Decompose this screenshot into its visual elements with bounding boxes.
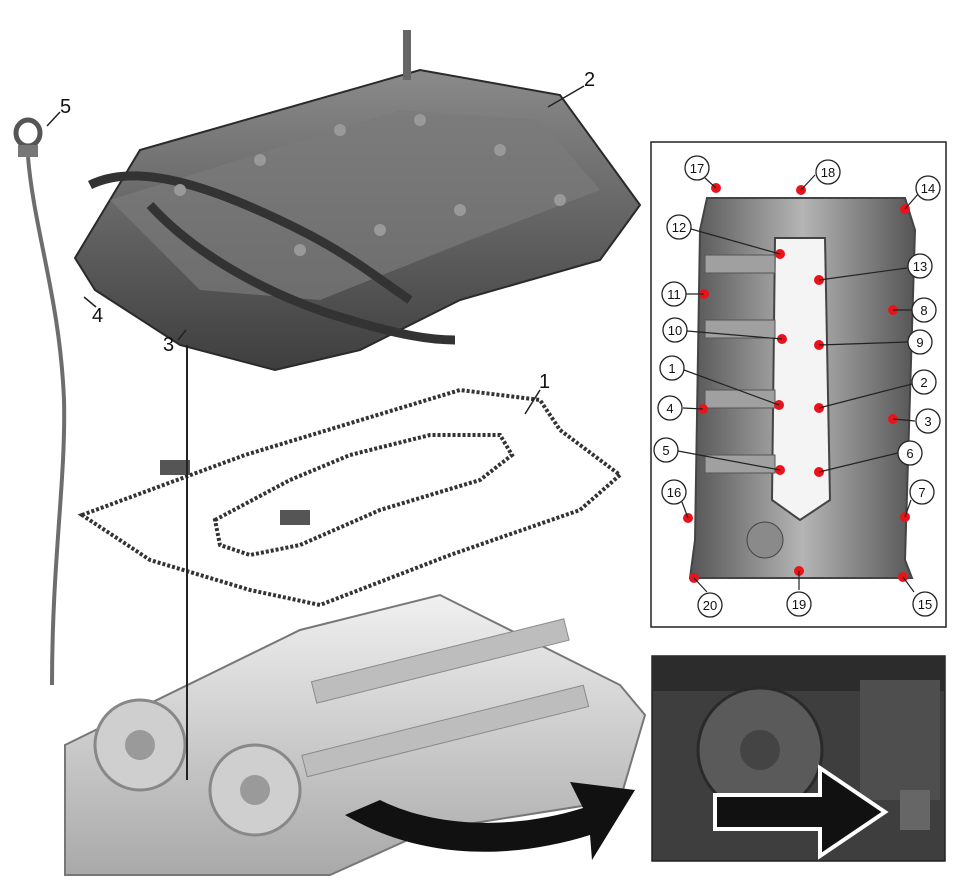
curved-arrow-icon xyxy=(345,782,635,860)
badge-18: 18 xyxy=(815,159,841,185)
badge-7: 7 xyxy=(909,479,935,505)
oil-dipstick xyxy=(13,117,67,686)
svg-text:19: 19 xyxy=(792,597,806,612)
badge-11: 11 xyxy=(661,281,687,307)
badge-4: 4 xyxy=(657,395,683,421)
svg-text:10: 10 xyxy=(668,323,682,338)
badge-20: 20 xyxy=(697,592,723,618)
badge-3: 3 xyxy=(915,408,941,434)
svg-text:20: 20 xyxy=(703,598,717,613)
badge-6: 6 xyxy=(897,440,923,466)
badge-14: 14 xyxy=(915,175,941,201)
svg-text:17: 17 xyxy=(690,161,704,176)
badge-5: 5 xyxy=(653,437,679,463)
callout-3: 3 xyxy=(163,334,174,356)
callout-1: 1 xyxy=(539,371,550,393)
sequence-badges: 1 2 3 4 5 6 7 8 9 10 11 12 13 14 15 16 1… xyxy=(653,155,941,618)
badge-8: 8 xyxy=(911,297,937,323)
badge-12: 12 xyxy=(666,214,692,240)
svg-text:7: 7 xyxy=(918,485,925,500)
cover-gasket xyxy=(77,387,624,608)
badge-19: 19 xyxy=(786,591,812,617)
badge-10: 10 xyxy=(662,317,688,343)
badge-9: 9 xyxy=(907,329,933,355)
svg-text:5: 5 xyxy=(662,443,669,458)
svg-text:9: 9 xyxy=(916,335,923,350)
svg-text:8: 8 xyxy=(920,303,927,318)
valve-cover xyxy=(73,30,642,372)
cylinder-head xyxy=(64,593,647,876)
badge-13: 13 xyxy=(907,253,933,279)
svg-text:2: 2 xyxy=(920,375,927,390)
svg-text:14: 14 xyxy=(921,181,935,196)
badge-1: 1 xyxy=(659,355,685,381)
gasket-clip xyxy=(160,460,310,525)
svg-text:4: 4 xyxy=(666,401,673,416)
callout-2: 2 xyxy=(584,69,595,91)
detail-inset xyxy=(651,655,946,862)
detail-arrow-icon xyxy=(713,764,889,860)
badge-2: 2 xyxy=(911,369,937,395)
callout-5: 5 xyxy=(60,96,71,118)
svg-text:12: 12 xyxy=(672,220,686,235)
bolt-sequence-inset xyxy=(650,141,947,628)
badge-leaders xyxy=(677,174,920,593)
svg-text:11: 11 xyxy=(667,287,681,302)
svg-text:1: 1 xyxy=(668,361,675,376)
callout-4: 4 xyxy=(92,305,103,327)
svg-text:13: 13 xyxy=(913,259,927,274)
badge-15: 15 xyxy=(912,591,938,617)
svg-text:16: 16 xyxy=(667,485,681,500)
badge-16: 16 xyxy=(661,479,687,505)
badge-17: 17 xyxy=(684,155,710,181)
svg-text:6: 6 xyxy=(906,446,913,461)
svg-text:15: 15 xyxy=(918,597,932,612)
svg-text:18: 18 xyxy=(821,165,835,180)
main-callouts: 5 2 4 3 1 xyxy=(46,69,595,415)
svg-text:3: 3 xyxy=(924,414,931,429)
